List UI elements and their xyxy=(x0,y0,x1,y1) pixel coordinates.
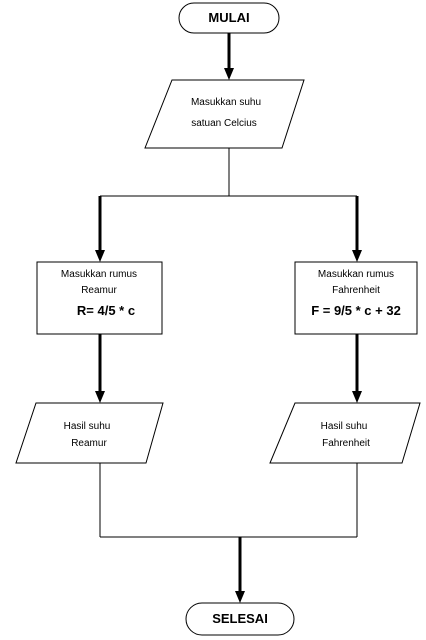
fahrenheit-process-shape xyxy=(294,261,418,335)
end-terminator: SELESAI xyxy=(185,602,295,636)
reamur-output-line1: Hasil suhu xyxy=(64,421,111,432)
merge-connector xyxy=(99,463,358,603)
input-line2: satuan Celcius xyxy=(191,118,257,129)
arrowhead xyxy=(224,68,234,80)
fahrenheit-output-shape xyxy=(269,402,421,464)
input-celsius-parallelogram: Masukkan suhu satuan Celcius xyxy=(144,79,305,149)
fahrenheit-process-line2: Fahrenheit xyxy=(332,285,380,296)
split-connector xyxy=(95,148,362,262)
start-terminator: MULAI xyxy=(178,2,280,34)
fahrenheit-output-line2: Fahrenheit xyxy=(322,438,370,449)
arrowhead xyxy=(95,391,105,403)
fahrenheit-formula: F = 9/5 * c + 32 xyxy=(311,303,401,318)
reamur-formula: R= 4/5 * c xyxy=(77,303,135,318)
arrow-merge-head xyxy=(235,591,245,603)
arrow-reamur-to-output xyxy=(95,334,105,403)
arrow-start-to-input xyxy=(224,33,234,80)
fahrenheit-output-parallelogram: Hasil suhu Fahrenheit xyxy=(269,402,421,464)
arrowhead xyxy=(352,391,362,403)
input-line1: Masukkan suhu xyxy=(191,97,261,108)
reamur-process-box: Masukkan rumus Reamur R= 4/5 * c xyxy=(36,261,163,335)
reamur-output-shape xyxy=(15,402,164,464)
reamur-process-line2: Reamur xyxy=(81,285,117,296)
input-shape xyxy=(144,79,305,149)
reamur-process-line1: Masukkan rumus xyxy=(61,269,137,280)
end-label: SELESAI xyxy=(212,611,268,626)
arrow-fahrenheit-to-output xyxy=(352,334,362,403)
fahrenheit-process-box: Masukkan rumus Fahrenheit F = 9/5 * c + … xyxy=(294,261,418,335)
reamur-output-line2: Reamur xyxy=(71,438,107,449)
end-shape xyxy=(185,602,295,636)
reamur-output-parallelogram: Hasil suhu Reamur xyxy=(15,402,164,464)
fahrenheit-output-line1: Hasil suhu xyxy=(321,421,368,432)
reamur-process-shape xyxy=(36,261,163,335)
start-label: MULAI xyxy=(208,10,249,25)
arrow-left-head xyxy=(95,250,105,262)
fahrenheit-process-line1: Masukkan rumus xyxy=(318,269,394,280)
arrow-right-head xyxy=(352,250,362,262)
